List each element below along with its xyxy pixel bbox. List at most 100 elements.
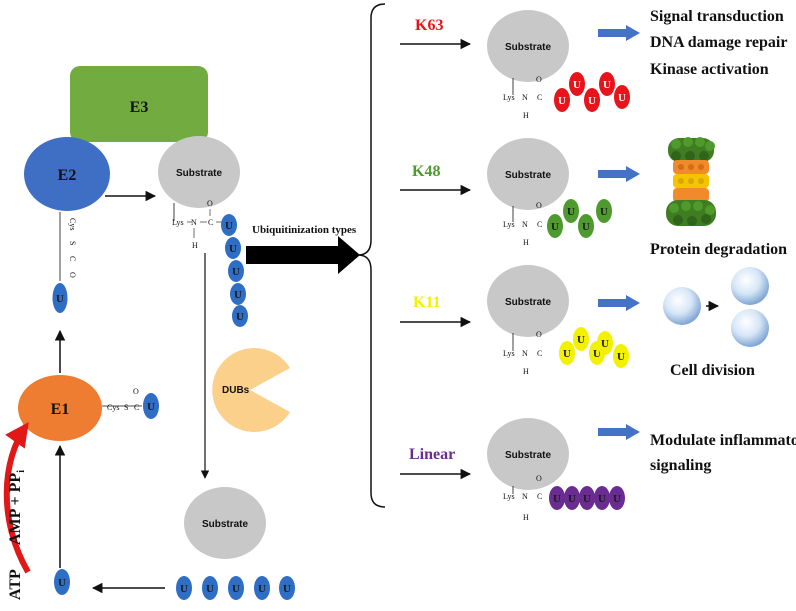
e3-enzyme: E3 xyxy=(70,66,208,142)
chem-o: O xyxy=(536,201,542,210)
chem-c: C xyxy=(537,93,542,102)
outcome-arrow-k48 xyxy=(598,166,640,182)
ubiquitin-letter: U xyxy=(258,583,266,595)
e1-s-text: S xyxy=(124,403,128,412)
e3-label: E3 xyxy=(130,99,149,116)
e1-cys-text: Cys xyxy=(107,403,119,412)
ubiquitin-letter: U xyxy=(577,334,585,346)
chem-c: C xyxy=(537,492,542,501)
ubiquitin-chain-k63: U U U U U xyxy=(554,72,630,112)
e1-label: E1 xyxy=(51,401,70,418)
substrate-deubiquitinated: Substrate xyxy=(184,487,266,559)
free-ubiquitin-chain: U U U U U xyxy=(176,576,295,600)
chem-o: O xyxy=(536,330,542,339)
ubiquitin-letter: U xyxy=(232,266,240,278)
type-row-k48: K48 Substrate Lys N C H O U U U U xyxy=(400,137,787,258)
chem-h: H xyxy=(523,238,529,247)
outcome-arrow-linear xyxy=(598,424,640,440)
ubiquitin-letter: U xyxy=(234,289,242,301)
ubiquitin-letter: U xyxy=(558,95,566,107)
ubiquitin-letter: U xyxy=(617,351,625,363)
outcome-signal-transduction: Signal transduction xyxy=(650,8,784,25)
dubs-enzyme: DUBs xyxy=(212,348,290,432)
ubiquitin-letter: U xyxy=(601,338,609,350)
ubiquitin-letter: U xyxy=(229,243,237,255)
e2-label: E2 xyxy=(58,167,77,184)
cell-division-icon xyxy=(663,267,769,347)
chem-o: O xyxy=(207,199,213,208)
ubiquitin-letter: U xyxy=(567,206,575,218)
dubs-label: DUBs xyxy=(222,385,250,396)
big-types-arrow xyxy=(246,236,360,274)
ubiquitin-letter: U xyxy=(600,206,608,218)
ubiquitin-letter: U xyxy=(232,583,240,595)
ubiquitinization-types-caption: Ubiquitinization types xyxy=(252,224,357,236)
outcome-protein-degradation: Protein degradation xyxy=(650,241,787,258)
substrate-label: Substrate xyxy=(505,170,552,181)
outcome-arrow-k11 xyxy=(598,295,640,311)
e1-o-text: O xyxy=(133,387,139,396)
e2-s-text: S xyxy=(68,241,77,245)
atp-label: ATP xyxy=(7,569,24,600)
type-row-k63: K63 Substrate Lys N C H O U U U U U Sign… xyxy=(400,8,787,120)
ubiquitin-e2: U xyxy=(52,283,68,313)
ubiquitin-letter: U xyxy=(568,493,576,505)
ubiquitin-letter: U xyxy=(553,493,561,505)
substrate-label: Substrate xyxy=(202,519,249,530)
e2-thioester-chain: Cys S C O xyxy=(59,212,77,281)
substrate-label: Substrate xyxy=(505,450,552,461)
ubiquitin-letter: U xyxy=(283,583,291,595)
type-row-linear: Linear Substrate Lys N C H O U U U U U M… xyxy=(400,418,796,522)
ubiquitin-free: U xyxy=(54,569,70,595)
ubiquitin-letter: U xyxy=(588,95,596,107)
substrate-label: Substrate xyxy=(176,168,223,179)
proteasome-icon xyxy=(666,137,716,226)
outcome-signaling: signaling xyxy=(650,457,711,474)
ubiquitin-chain-k11: U U U U U xyxy=(559,327,629,368)
e2-o-text: O xyxy=(68,272,77,278)
ubiquitin-letter: U xyxy=(593,348,601,360)
ubiquitin-letter: U xyxy=(236,311,244,323)
chem-lys: Lys xyxy=(503,220,515,229)
type-label-linear: Linear xyxy=(409,446,455,463)
type-label-k48: K48 xyxy=(412,163,440,180)
e2-cys-text: Cys xyxy=(68,218,77,230)
chem-lys: Lys xyxy=(503,492,515,501)
amp-ppi-label: AMP + PPi xyxy=(7,470,27,545)
substrate-label: Substrate xyxy=(505,297,552,308)
chem-c: C xyxy=(537,349,542,358)
ubiquitin-letter: U xyxy=(206,583,214,595)
ubiquitin-letter: U xyxy=(56,293,64,305)
chem-n: N xyxy=(522,492,528,501)
ubiquitin-letter: U xyxy=(613,493,621,505)
chem-c: C xyxy=(537,220,542,229)
type-label-k63: K63 xyxy=(415,17,443,34)
chem-h: H xyxy=(523,367,529,376)
atp-consumption-arrow xyxy=(3,422,31,574)
e1-enzyme: E1 xyxy=(18,375,102,441)
chem-h: H xyxy=(192,241,198,250)
chem-n: N xyxy=(191,218,197,227)
substrate-label: Substrate xyxy=(505,42,552,53)
e1-thioester-chain: Cys S C O U xyxy=(102,387,159,419)
ubiquitin-letter: U xyxy=(563,348,571,360)
chem-n: N xyxy=(522,93,528,102)
type-label-k11: K11 xyxy=(413,294,441,311)
chem-lys: Lys xyxy=(503,93,515,102)
chem-o: O xyxy=(536,474,542,483)
ubiquitin-letter: U xyxy=(573,79,581,91)
outcome-modulate-inflammatory: Modulate inflammatory xyxy=(650,432,796,449)
ubiquitin-letter: U xyxy=(180,583,188,595)
chem-lys: Lys xyxy=(503,349,515,358)
outcome-arrow-k63 xyxy=(598,25,640,41)
ubiquitin-letter: U xyxy=(58,577,66,589)
chem-h: H xyxy=(523,111,529,120)
ubiquitin-letter: U xyxy=(551,221,559,233)
outcome-kinase-activation: Kinase activation xyxy=(650,61,769,78)
chem-lys: Lys xyxy=(172,218,184,227)
chem-h: H xyxy=(523,513,529,522)
outcome-dna-damage-repair: DNA damage repair xyxy=(650,34,787,51)
type-row-k11: K11 Substrate Lys N C H O U U U U U Cell… xyxy=(400,265,769,379)
ubiquitin-chain-linear: U U U U U xyxy=(549,486,625,510)
